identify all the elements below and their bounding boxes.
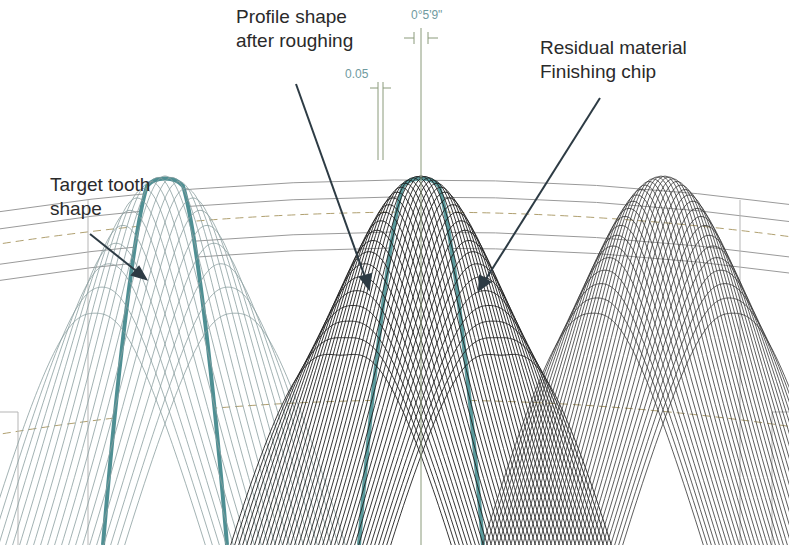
cutter-path — [486, 284, 716, 545]
cutter-path — [594, 235, 789, 545]
cutter-path — [15, 210, 245, 545]
cutter-path — [582, 208, 789, 545]
cutter-path — [8, 225, 238, 545]
cutter-path — [534, 181, 764, 545]
cutter-path — [274, 205, 504, 545]
cutter-path — [326, 187, 556, 545]
cutter-path — [482, 298, 712, 545]
cutter-path — [106, 264, 336, 545]
cutter-path — [298, 178, 528, 545]
cutter-path — [22, 198, 252, 545]
cutter-path — [586, 216, 789, 545]
callout-label: Target tooth shape — [50, 173, 151, 221]
cutter-path — [606, 270, 789, 545]
cutter-path — [554, 177, 784, 545]
cutter-path — [550, 176, 780, 545]
cutter-path — [350, 230, 580, 545]
cutter-path — [270, 212, 500, 545]
cutter-path — [558, 179, 788, 545]
gear-tooth — [0, 176, 350, 545]
cutter-path — [538, 179, 768, 545]
cutter-path — [322, 183, 552, 545]
cutter-path — [514, 208, 744, 545]
gear-tooth — [478, 176, 789, 545]
cutter-path — [602, 258, 789, 545]
callout-label: Residual material Finishing chip — [540, 36, 715, 84]
callout-label: Profile shape after roughing — [236, 5, 376, 53]
target-profile — [103, 179, 227, 545]
cutter-path — [92, 225, 322, 545]
cutter-path — [382, 338, 612, 545]
length-dimension: 0.05 — [344, 67, 369, 81]
cutter-path — [0, 313, 210, 545]
cutter-path — [99, 243, 329, 545]
cutter-path — [542, 177, 772, 545]
angle-dimension: 0°5'9" — [410, 8, 443, 22]
cutter-path — [85, 210, 315, 545]
cutter-path — [618, 313, 789, 545]
cutter-path — [598, 246, 789, 545]
cutter-path — [490, 270, 720, 545]
